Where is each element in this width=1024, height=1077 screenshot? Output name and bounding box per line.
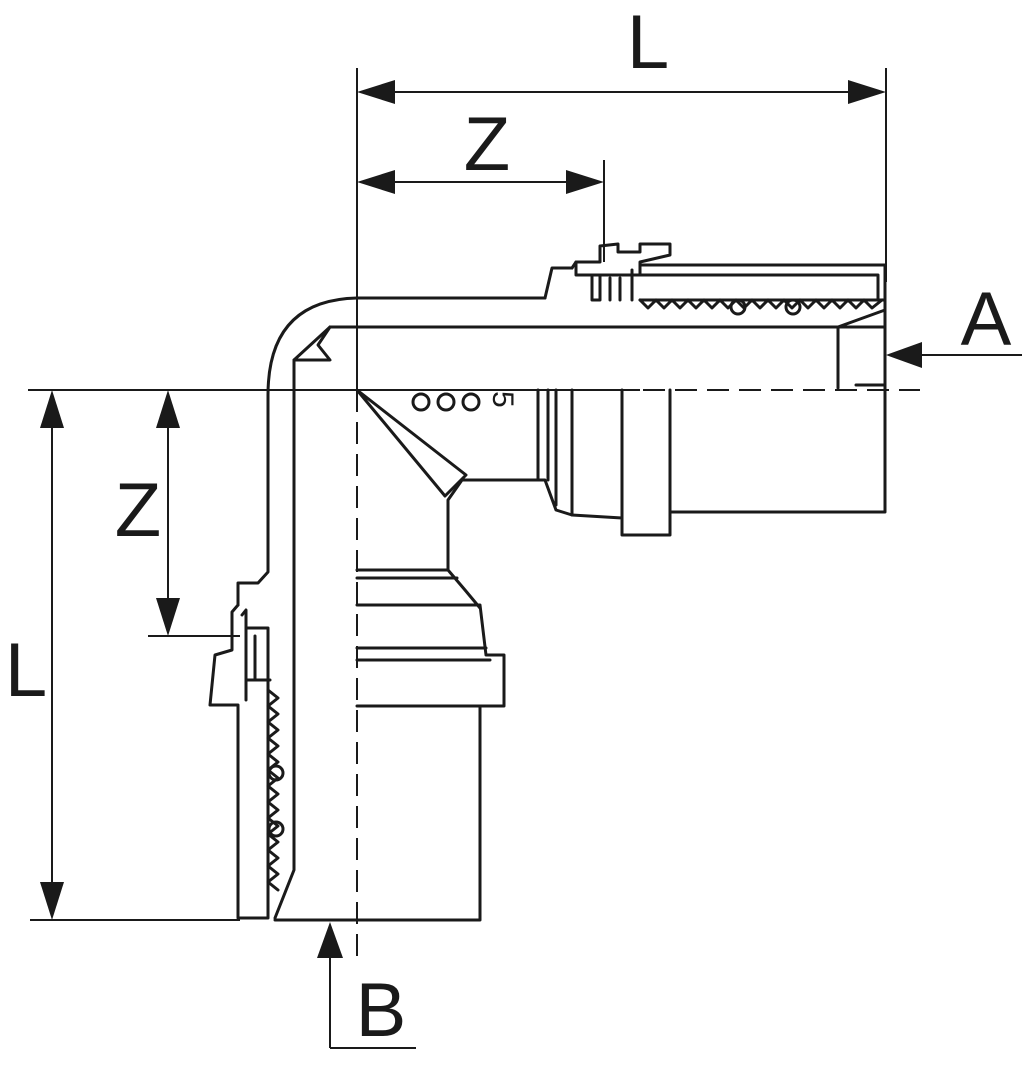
dimension-b: B [317,922,416,1053]
label-b: B [356,968,407,1053]
marking-number: 5 [486,391,519,408]
label-z-top: Z [464,102,510,187]
label-l-top: L [627,0,669,85]
label-a: A [961,277,1012,362]
elbow-fitting [208,242,887,922]
dimension-left-z: Z [115,390,240,637]
label-l-left: L [5,628,47,713]
dimension-left-l: L [5,389,640,921]
marking: 5 [411,391,519,412]
dimension-a: A [886,277,1022,368]
dimension-top-z: Z [357,102,605,262]
label-z-left: Z [115,468,161,553]
center-lines [355,389,920,960]
dimension-top-l: L [356,0,887,390]
